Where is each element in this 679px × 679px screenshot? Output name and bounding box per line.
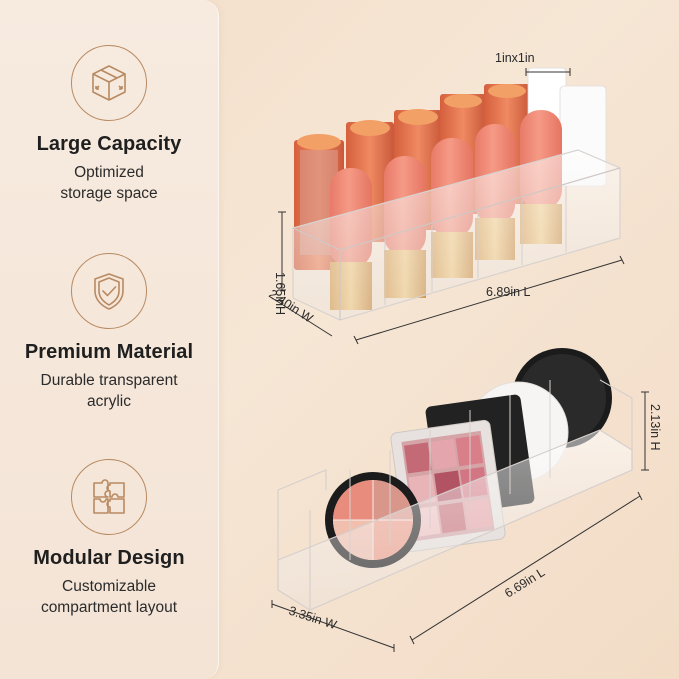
lipstick-dimensions <box>271 68 625 345</box>
compact-length-label: 6.69in L <box>502 565 547 600</box>
feature-title: Modular Design <box>33 547 185 569</box>
slot-size-label: 1inx1in <box>495 51 535 65</box>
feature-modular-design: Modular Design Customizable compartment … <box>0 459 218 618</box>
product-illustration: 1inx1in 1.65inH 2.40in W 6.89in L <box>266 51 662 652</box>
feature-title: Premium Material <box>24 341 194 363</box>
feature-desc-line: storage space <box>60 185 158 202</box>
lipstick-organizer <box>292 67 621 321</box>
height-label: 1.65inH <box>273 272 287 315</box>
compact-organizer <box>277 348 633 611</box>
feature-desc-line: acrylic <box>87 393 131 410</box>
feature-premium-material: Premium Material Durable transparent acr… <box>0 253 218 412</box>
length-label: 6.89in L <box>486 285 531 299</box>
feature-description: Customizable compartment layout <box>0 576 218 618</box>
compact-dimensions <box>271 391 649 652</box>
box-icon <box>71 45 147 121</box>
feature-desc-line: Customizable <box>62 578 156 595</box>
puzzle-icon <box>71 459 147 535</box>
feature-description: Durable transparent acrylic <box>0 370 218 412</box>
feature-title: Large Capacity <box>36 133 182 155</box>
feature-desc-line: Optimized <box>74 164 144 181</box>
features-panel: Large Capacity Optimized storage space P… <box>0 0 219 679</box>
shield-check-icon <box>71 253 147 329</box>
feature-desc-line: Durable transparent <box>40 372 178 389</box>
feature-large-capacity: Large Capacity Optimized storage space <box>0 45 218 204</box>
feature-desc-line: compartment layout <box>40 599 178 616</box>
compact-height-label: 2.13in H <box>648 404 662 451</box>
feature-description: Optimized storage space <box>0 162 218 204</box>
